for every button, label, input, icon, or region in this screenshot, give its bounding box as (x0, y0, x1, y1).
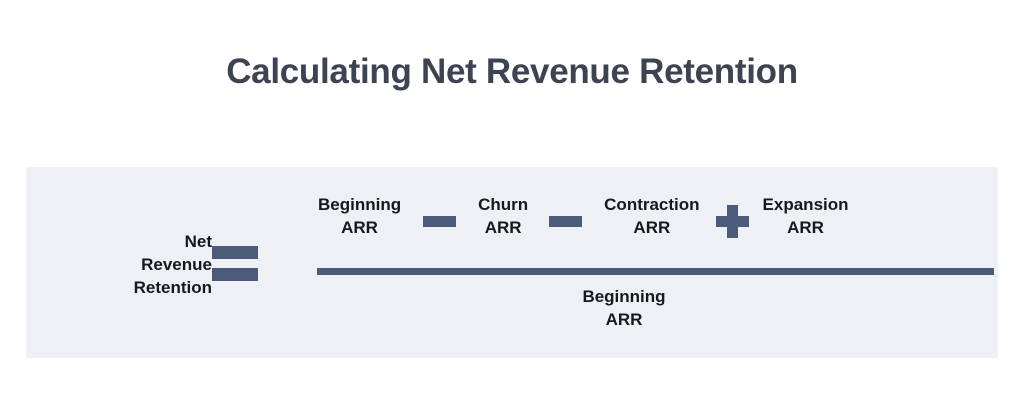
minus-icon-1-bar (423, 216, 457, 227)
term-churn-arr-line-1: Churn (478, 195, 529, 214)
lhs-line-1: Net (184, 232, 212, 251)
term-contraction-arr-line-1: Contraction (604, 195, 700, 214)
term-expansion-arr-line-1: Expansion (762, 195, 849, 214)
denominator-line-1: Beginning (582, 287, 666, 306)
page-title: Calculating Net Revenue Retention (226, 52, 798, 91)
term-beginning-arr: Beginning ARR (318, 189, 401, 239)
formula-panel: Net Revenue Retention Beginning ARR Chur… (26, 167, 998, 358)
equals-icon (212, 246, 258, 281)
equals-bar-top (212, 246, 258, 259)
fraction: Beginning ARR Churn ARR Contraction ARR (291, 167, 994, 358)
term-expansion-arr: Expansion ARR (763, 189, 849, 239)
minus-icon-2-bar (549, 216, 583, 227)
term-churn-arr-line-2: ARR (484, 218, 522, 237)
minus-icon-2 (549, 205, 583, 238)
lhs-line-3: Retention (133, 278, 212, 297)
term-beginning-arr-line-2: ARR (341, 218, 378, 237)
term-contraction-arr-line-2: ARR (633, 218, 671, 237)
term-expansion-arr-line-2: ARR (787, 218, 824, 237)
plus-icon (715, 205, 749, 238)
term-beginning-arr-line-1: Beginning (318, 195, 402, 214)
minus-icon-1 (423, 205, 457, 238)
fraction-divider-bar (317, 268, 994, 275)
fraction-denominator: Beginning ARR (317, 285, 931, 331)
equals-bar-bottom (212, 268, 258, 281)
term-contraction-arr: Contraction ARR (604, 189, 699, 239)
lhs-line-2: Revenue (141, 255, 212, 274)
plus-icon-vertical-bar (726, 205, 738, 238)
fraction-numerator: Beginning ARR Churn ARR Contraction ARR (291, 189, 971, 265)
net-revenue-retention-label: Net Revenue Retention (62, 230, 212, 299)
denominator-line-2: ARR (605, 310, 643, 329)
term-churn-arr: Churn ARR (478, 189, 528, 239)
